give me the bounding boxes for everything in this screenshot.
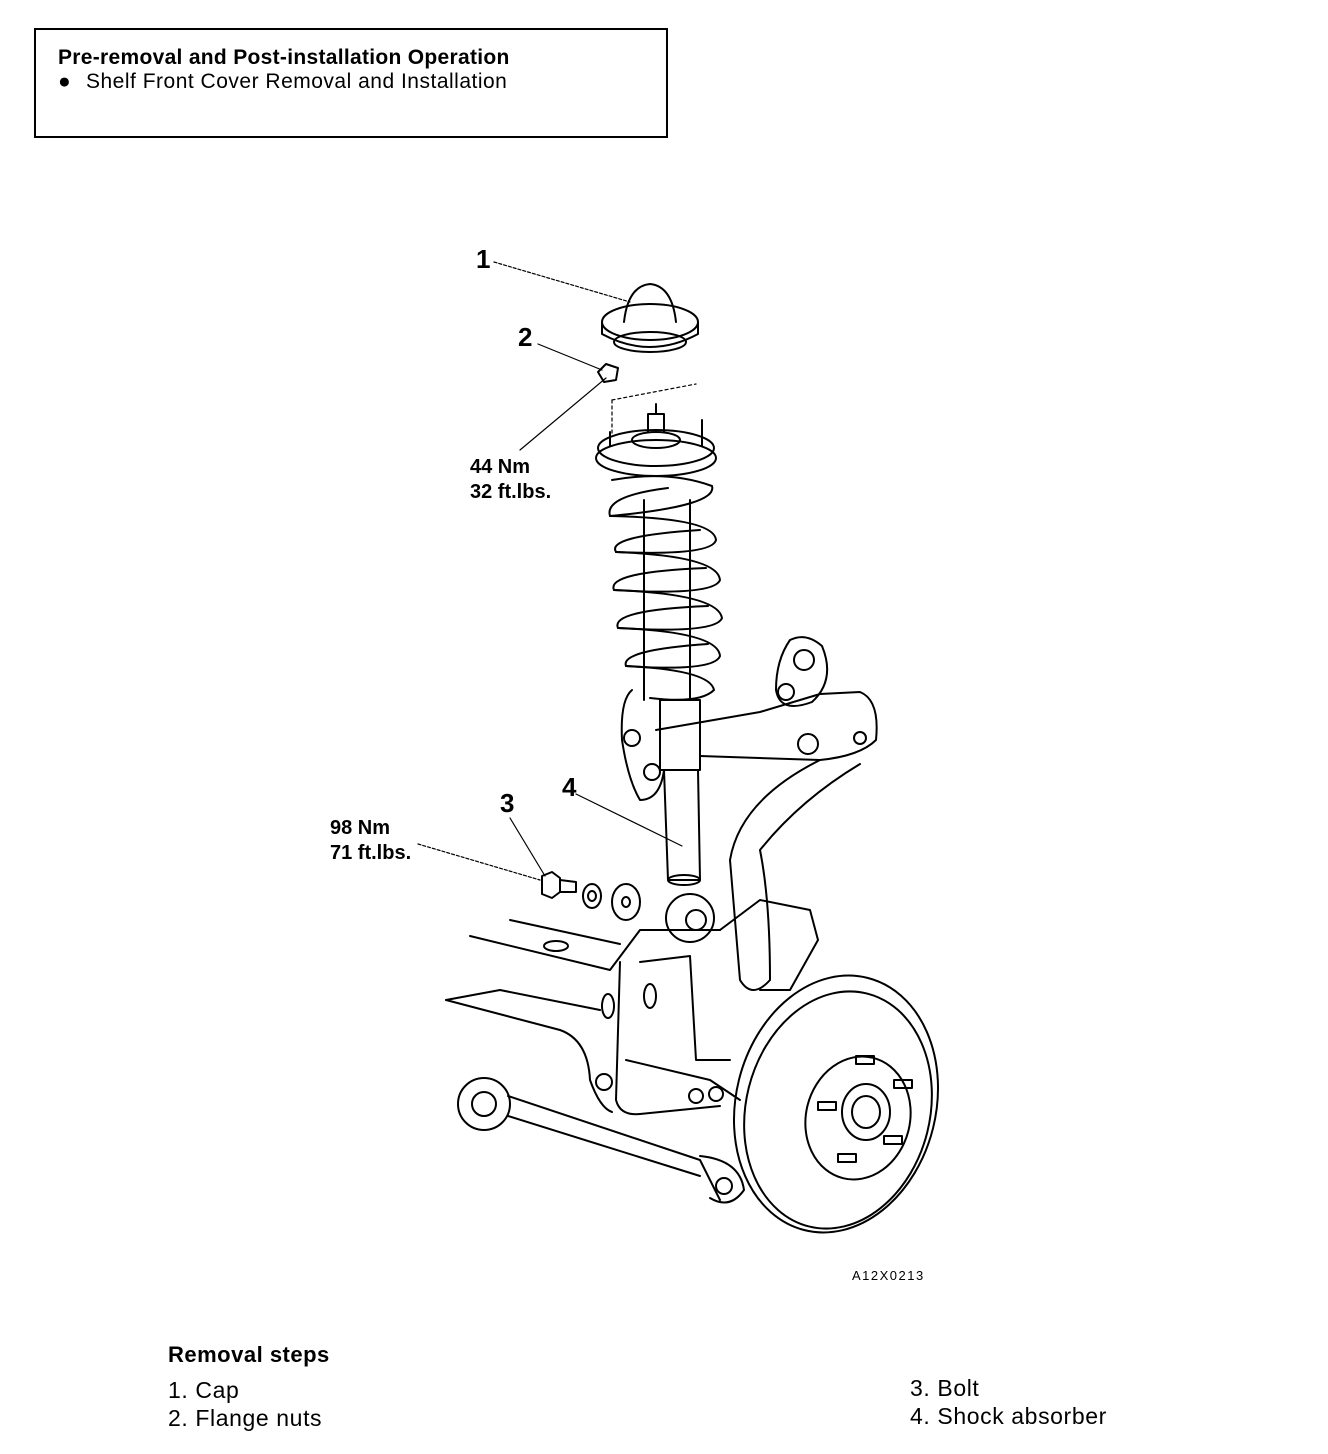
pre-removal-box: Pre-removal and Post-installation Operat… [34, 28, 668, 138]
upper-arm [620, 636, 878, 801]
removal-step: 2. Flange nuts [168, 1405, 323, 1431]
callout-2: 2 [518, 322, 533, 352]
cap [601, 283, 699, 353]
torque-nut-imperial: 32 ft.lbs. [470, 481, 552, 503]
callout-4: 4 [562, 772, 577, 802]
torque-bolt: 98 Nm 71 ft.lbs. [330, 816, 411, 866]
removal-step: 4. Shock absorber [910, 1403, 1107, 1429]
bolt-and-washers [541, 871, 641, 921]
torque-nut-metric: 44 Nm [470, 456, 531, 478]
torque-nut: 44 Nm 32 ft.lbs. [470, 455, 551, 505]
pre-removal-item: ● Shelf Front Cover Removal and Installat… [58, 70, 507, 94]
torque-bolt-metric: 98 Nm [330, 817, 391, 839]
pre-removal-item-text: Shelf Front Cover Removal and Installati… [86, 70, 508, 93]
brake-disc [733, 974, 939, 1234]
callout-1: 1 [476, 244, 491, 274]
coil-spring [608, 475, 723, 701]
bullet-icon: ● [58, 70, 72, 93]
pre-removal-title: Pre-removal and Post-installation Operat… [58, 46, 510, 69]
trailing-link [457, 1077, 745, 1204]
removal-step: 3. Bolt [910, 1375, 980, 1401]
lower-arm [719, 759, 861, 991]
removal-steps-heading: Removal steps [168, 1342, 330, 1367]
figure-code: A12X0213 [852, 1268, 925, 1283]
upper-mount [595, 403, 717, 477]
crossmember [445, 919, 741, 1116]
torque-bolt-imperial: 71 ft.lbs. [330, 842, 412, 864]
callout-3: 3 [500, 788, 515, 818]
leader-lines [417, 261, 697, 881]
removal-step: 1. Cap [168, 1377, 240, 1403]
shock-absorber [659, 699, 715, 943]
flange-nut [597, 363, 619, 383]
